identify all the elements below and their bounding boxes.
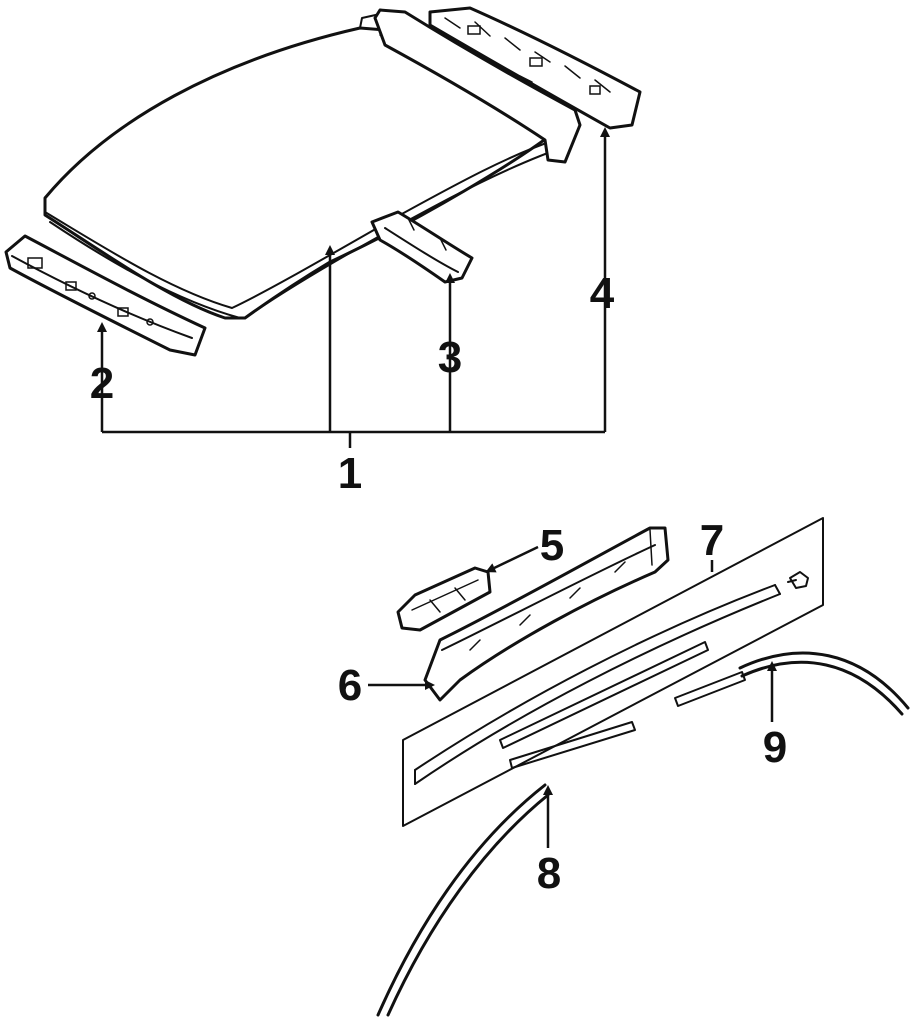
- callout-6: 6: [338, 661, 362, 710]
- roof-side-bracket: [396, 566, 492, 632]
- callout-labels: 1 2 3 4 5 6 7 8 9: [90, 269, 787, 898]
- callout-3: 3: [438, 333, 462, 382]
- rear-roof-header: [373, 6, 642, 164]
- drip-moulding: [376, 783, 550, 1017]
- roof-bow: [370, 210, 474, 284]
- callout-4: 4: [590, 269, 615, 318]
- moulding-kit-panel: [402, 517, 824, 827]
- roof-panel: [43, 13, 571, 320]
- moulding-leader-lines: [368, 545, 777, 848]
- front-roof-header: [4, 234, 207, 357]
- callout-8: 8: [537, 849, 561, 898]
- callout-1: 1: [338, 449, 362, 498]
- roof-side-rail: [423, 526, 670, 702]
- callout-5: 5: [540, 521, 564, 570]
- rear-moulding: [738, 651, 910, 716]
- roof-leader-lines: [97, 127, 610, 448]
- callout-7: 7: [700, 516, 724, 565]
- callout-2: 2: [90, 359, 114, 408]
- callout-9: 9: [763, 723, 787, 772]
